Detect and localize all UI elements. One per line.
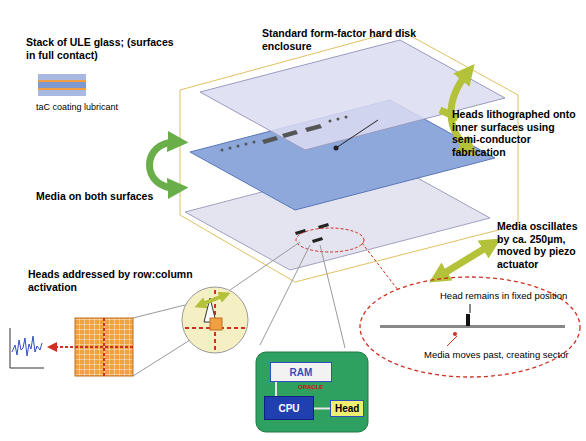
chip-block: CPU [264, 396, 314, 420]
chip-block: Head [330, 400, 364, 417]
block-label: RAM [290, 367, 313, 378]
annotation: Standard form-factor hard disk enclosure [262, 27, 422, 52]
annotation: Heads lithographed onto inner surfaces u… [452, 108, 582, 158]
annotation: taC coating lubricant [36, 102, 166, 113]
annotation: Media oscillates by ca. 250µm, moved by … [497, 220, 583, 270]
annotation: Head remains in fixed position [440, 290, 582, 301]
block-label: Head [335, 403, 359, 414]
annotation: Heads addressed by row:column activation [28, 268, 203, 293]
bus-line [275, 382, 277, 396]
logo-text: ORACLE [298, 384, 338, 391]
annotation: Media on both surfaces [36, 190, 166, 203]
chip-block: RAM [270, 362, 332, 382]
annotation: Stack of ULE glass; (surfaces in full co… [26, 36, 176, 61]
block-label: CPU [278, 403, 299, 414]
annotation: Media moves past, creating sector [424, 349, 576, 360]
bus-line [314, 408, 330, 410]
